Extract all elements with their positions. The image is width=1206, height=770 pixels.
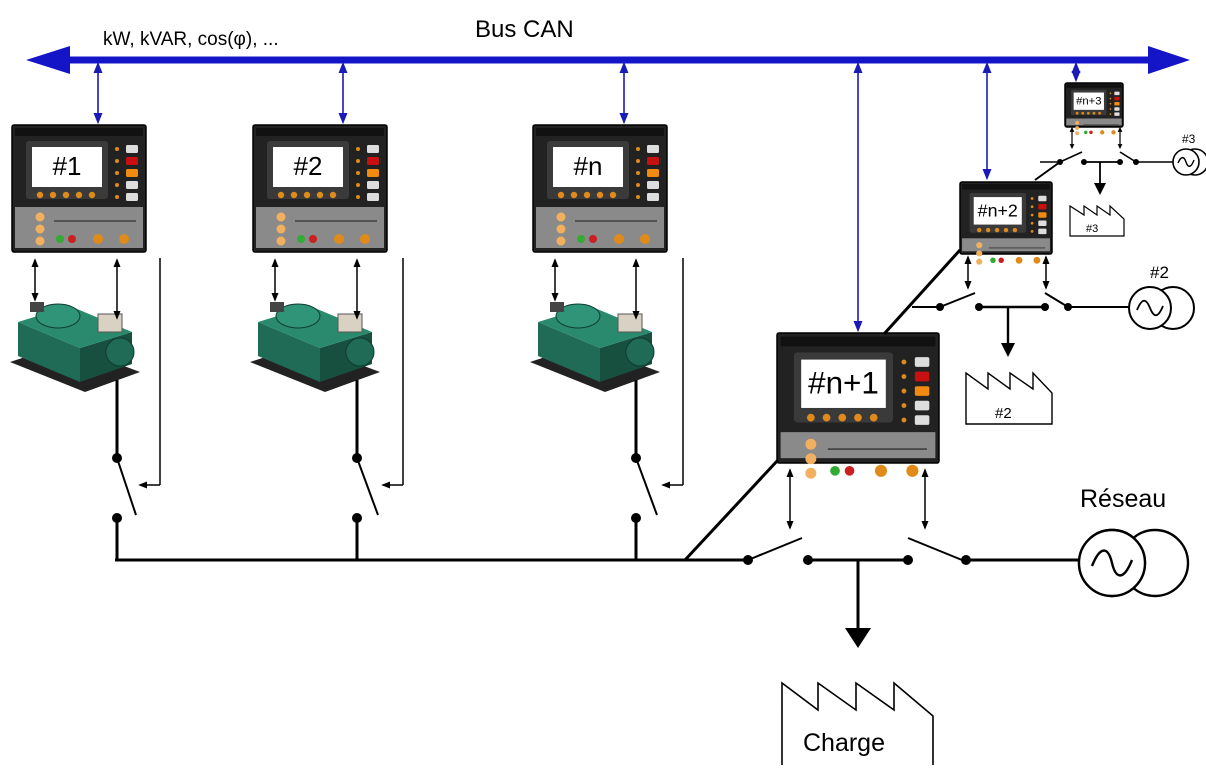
source-2-label: #2: [1150, 263, 1169, 282]
source-3-label: #3: [1182, 132, 1196, 146]
load-2-label: #2: [995, 405, 1012, 422]
controller-label: #1: [53, 151, 82, 181]
gen-feeders: [31, 258, 684, 560]
controller-ctrl-n: #n: [532, 124, 668, 253]
controller-ctrl-1: #1: [11, 124, 147, 253]
load-2: [965, 371, 1053, 425]
controller-label: #n+2: [978, 200, 1018, 220]
controller-ctrl-2: #2: [252, 124, 388, 253]
load-main-label: Charge: [803, 729, 885, 757]
bus-label: Bus CAN: [475, 16, 574, 43]
mains-source: [1077, 528, 1190, 598]
controller-label: #n+1: [808, 365, 879, 400]
can-bus: [26, 46, 1190, 74]
genset-icon: [250, 302, 380, 392]
controller-ctrl-n1: #n+1: [776, 332, 940, 479]
controller-label: #2: [294, 151, 323, 181]
mains-label: Réseau: [1080, 485, 1166, 513]
load-3-label: #3: [1086, 223, 1098, 235]
source-2: [1128, 286, 1195, 330]
main-busbar: [115, 458, 1080, 648]
controller-ctrl-n3: #n+3: [1064, 82, 1124, 136]
source-3: [1172, 148, 1206, 176]
genset-icon: [530, 302, 660, 392]
load-main: [781, 681, 934, 765]
branch-2: [882, 248, 1130, 357]
controller-label: #n: [574, 151, 603, 181]
genset-icon: [10, 302, 140, 392]
bus-measures: kW, kVAR, cos(φ), ...: [103, 29, 279, 50]
can-links: [93, 61, 1081, 333]
branch-3: [1034, 127, 1175, 195]
controller-label: #n+3: [1076, 96, 1101, 108]
load-3: [1069, 204, 1125, 237]
controller-ctrl-n2: #n+2: [959, 181, 1053, 265]
